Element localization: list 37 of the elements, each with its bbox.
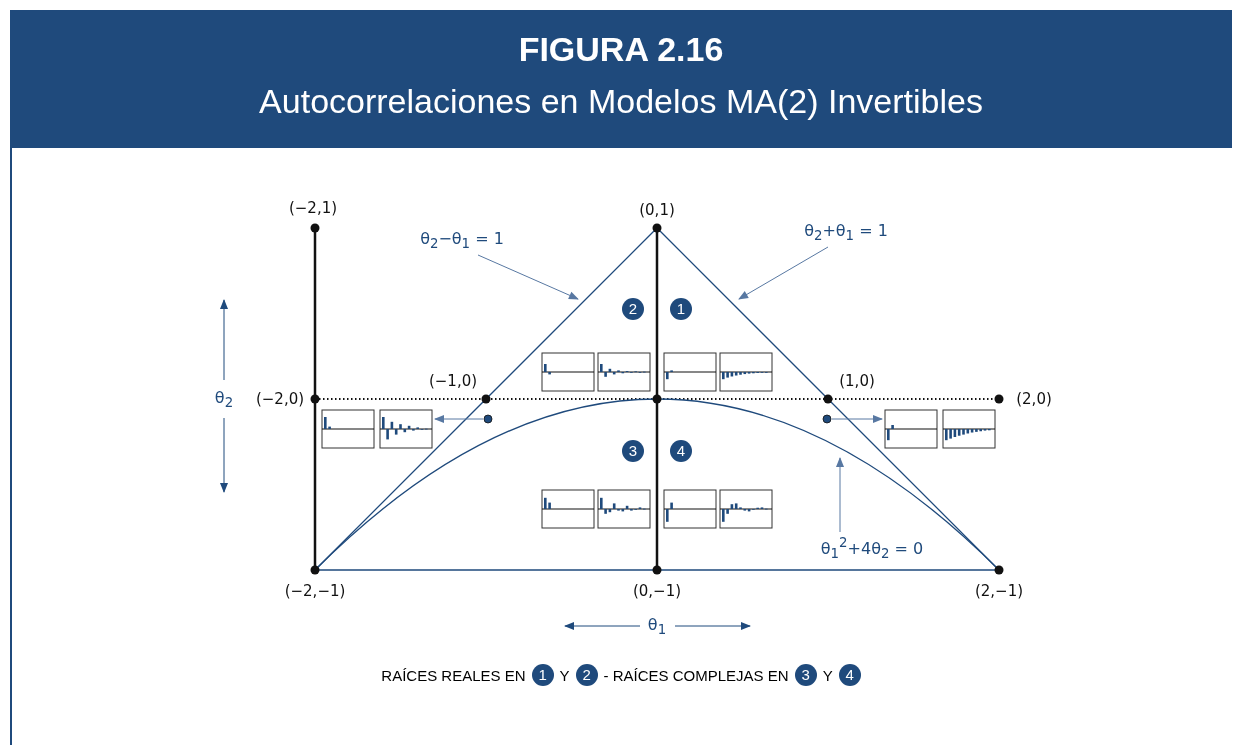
coordinate-label: (0,−1) (632, 582, 682, 600)
number-marker: 3 (794, 664, 817, 686)
equation-label: θ$_{1}$$^{2}$+4θ$_{2}$ = 0 (820, 535, 924, 561)
axis-label: θ$_{2}$ (214, 387, 234, 411)
arrow (831, 415, 883, 423)
coordinate-label: (2,−1) (974, 582, 1024, 600)
coordinate-label: (−2,1) (288, 199, 338, 217)
number-marker: 1 (670, 298, 692, 320)
number-marker: 1 (531, 664, 554, 686)
coordinate-label: (−2,−1) (284, 582, 346, 600)
point-marker (822, 414, 832, 424)
leader-line (477, 254, 579, 300)
coordinate-label: (2,0) (1016, 390, 1052, 408)
figure-subtitle: Autocorrelaciones en Modelos MA(2) Invertibles (258, 82, 984, 121)
note-text: - RAÍCES COMPLEJAS EN (603, 666, 789, 684)
equation-label: θ$_{2}$+θ$_{1}$ = 1 (804, 220, 888, 244)
coordinate-label: (−2,0) (255, 390, 305, 408)
leader-line (836, 457, 844, 533)
number-marker: 3 (622, 440, 644, 462)
number-marker: 4 (670, 440, 692, 462)
number-marker: 2 (575, 664, 598, 686)
point-marker (483, 414, 493, 424)
note-text: Y (822, 666, 833, 684)
leader-line (738, 246, 829, 300)
number-marker: 4 (838, 664, 861, 686)
arrow (434, 415, 484, 423)
axis-label: θ$_{1}$ (647, 614, 667, 638)
note-text: RAÍCES REALES EN (381, 666, 526, 684)
correlogram-drawing (884, 409, 996, 449)
coordinate-label: (0,1) (639, 201, 675, 219)
figure-title: FIGURA 2.16 (517, 30, 725, 69)
correlogram-drawing (321, 409, 433, 449)
number-marker: 2 (622, 298, 644, 320)
coordinate-label: (1,0) (839, 372, 875, 390)
equation-label: θ$_{2}$−θ$_{1}$ = 1 (420, 228, 504, 252)
note-text: Y (559, 666, 570, 684)
coordinate-label: (−1,0) (428, 372, 478, 390)
